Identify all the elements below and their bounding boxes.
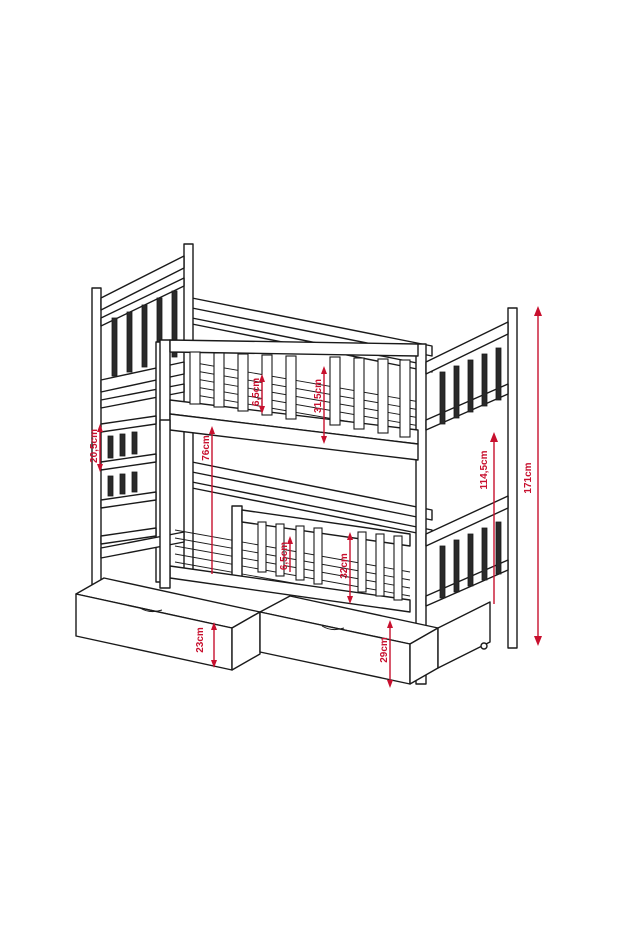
label-upper-rail-height: 31,5cm xyxy=(313,379,324,413)
upper-guard-rail xyxy=(159,339,419,461)
label-lower-rail-gap: 6,5cm xyxy=(279,542,290,570)
label-lower-clearance: 76cm xyxy=(201,435,212,461)
label-ladder-step: 20,5cm xyxy=(89,429,100,463)
label-total-height: 171cm xyxy=(523,462,534,493)
label-drawer-left-height: 23cm xyxy=(195,627,206,653)
label-upper-rail-gap: 6,5cm xyxy=(251,378,262,406)
label-drawer-right-height: 29cm xyxy=(379,637,390,663)
dimension-labels: 171cm 114,5cm 6,5cm 31,5cm 76cm 20,5cm 6… xyxy=(89,378,534,663)
label-lower-rail-height: 32cm xyxy=(339,553,350,579)
drawer-right xyxy=(259,595,491,685)
label-upper-bed-height: 114,5cm xyxy=(479,450,490,489)
bed-frame xyxy=(91,243,518,685)
dimension-lines xyxy=(97,306,542,688)
drawer-left xyxy=(75,577,261,671)
